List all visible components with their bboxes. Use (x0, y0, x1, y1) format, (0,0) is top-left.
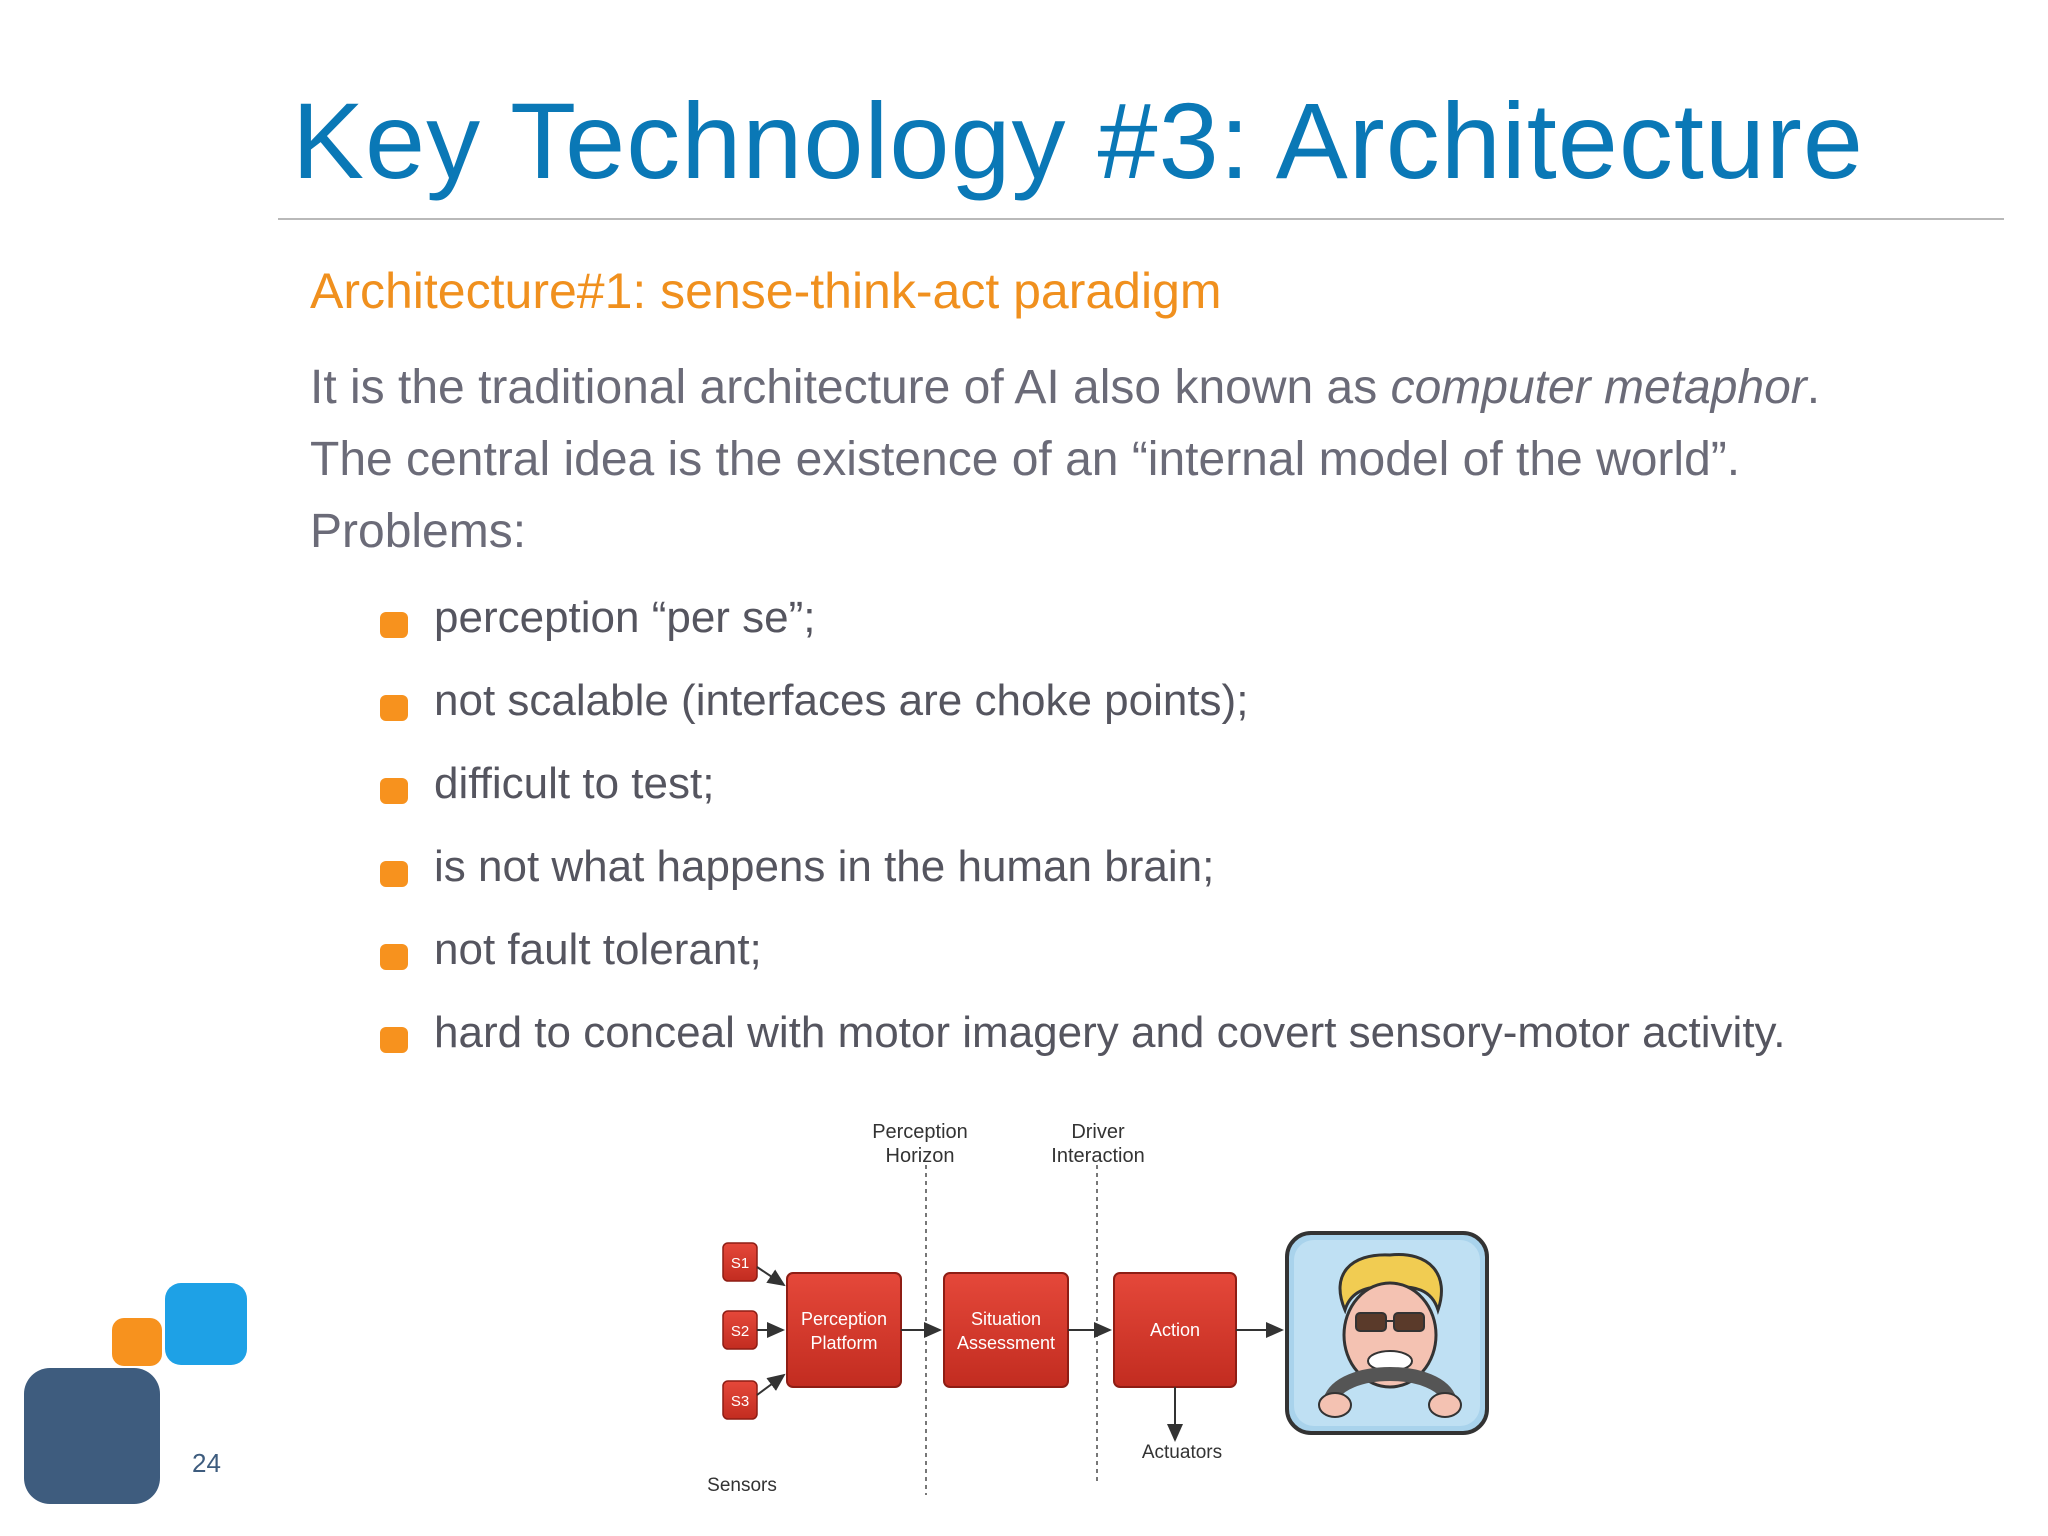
bullet-icon (380, 778, 408, 804)
intro-line-3: Problems: (310, 505, 527, 558)
sensor-s3-box (722, 1380, 758, 1420)
slide-title: Key Technology #3: Architecture (292, 80, 1864, 201)
sensor-s2-label: S2 (731, 1323, 749, 1340)
page-number: 24 (192, 1448, 221, 1478)
perception-platform-label-2: Platform (810, 1333, 877, 1353)
bullet-icon (380, 944, 408, 970)
sensor-s1-box (722, 1242, 758, 1282)
title-divider (278, 218, 2004, 220)
sensor-s3-label: S3 (731, 1393, 749, 1410)
driver-interaction-label-2: Interaction (1051, 1145, 1144, 1167)
intro-paragraph: It is the traditional architecture of AI… (310, 352, 2030, 568)
bullet-icon (380, 861, 408, 887)
arrow-s3 (756, 1373, 786, 1396)
bullet-icon (380, 1027, 408, 1053)
bullet-icon (380, 612, 408, 638)
problems-list: perception “per se”; not scalable (inter… (380, 588, 1786, 1086)
situation-assessment-label-1: Situation (971, 1309, 1041, 1329)
intro-line-1-end: . (1806, 361, 1821, 414)
perception-horizon-label-2: Horizon (886, 1145, 955, 1167)
sense-think-act-diagram: Perception Horizon Driver Interaction S1… (690, 1105, 1520, 1525)
problem-item: is not what happens in the human brain; (380, 837, 1786, 920)
problem-item: difficult to test; (380, 754, 1786, 837)
intro-italic-term: computer metaphor (1390, 361, 1807, 414)
intro-line-2: The central idea is the existence of an … (310, 433, 1741, 486)
problem-text: perception “per se”; (434, 593, 816, 642)
situation-assessment-label-2: Assessment (957, 1333, 1055, 1353)
situation-assessment-box (943, 1272, 1069, 1388)
bullet-icon (380, 695, 408, 721)
problem-text: not fault tolerant; (434, 925, 762, 974)
diagram-svg: Perception Horizon Driver Interaction S1… (707, 1121, 1489, 1496)
logo-dark-square (24, 1368, 160, 1504)
problem-item: perception “per se”; (380, 588, 1786, 671)
problem-text: hard to conceal with motor imagery and c… (434, 1008, 1786, 1057)
sensors-label: Sensors (707, 1475, 777, 1496)
intro-line-1: It is the traditional architecture of AI… (310, 352, 2030, 424)
problem-item: not scalable (interfaces are choke point… (380, 671, 1786, 754)
problem-item: hard to conceal with motor imagery and c… (380, 1003, 1786, 1086)
action-label: Action (1150, 1320, 1200, 1340)
logo-orange-square (112, 1318, 162, 1366)
problem-text: difficult to test; (434, 759, 715, 808)
perception-horizon-label-1: Perception (872, 1121, 968, 1143)
perception-platform-label-1: Perception (801, 1309, 887, 1329)
arrow-s1 (756, 1266, 786, 1287)
perception-platform-box (786, 1272, 902, 1388)
driver-interaction-label-1: Driver (1071, 1121, 1125, 1143)
section-subtitle: Architecture#1: sense-think-act paradigm (310, 263, 1222, 319)
problem-text: not scalable (interfaces are choke point… (434, 676, 1249, 725)
actuators-label: Actuators (1142, 1442, 1222, 1463)
problem-item: not fault tolerant; (380, 920, 1786, 1003)
problem-text: is not what happens in the human brain; (434, 842, 1215, 891)
intro-line-1-text: It is the traditional architecture of AI… (310, 361, 1391, 414)
driver-icon (1285, 1231, 1489, 1435)
sensor-s1-label: S1 (731, 1255, 749, 1272)
logo-blue-square (165, 1283, 247, 1365)
